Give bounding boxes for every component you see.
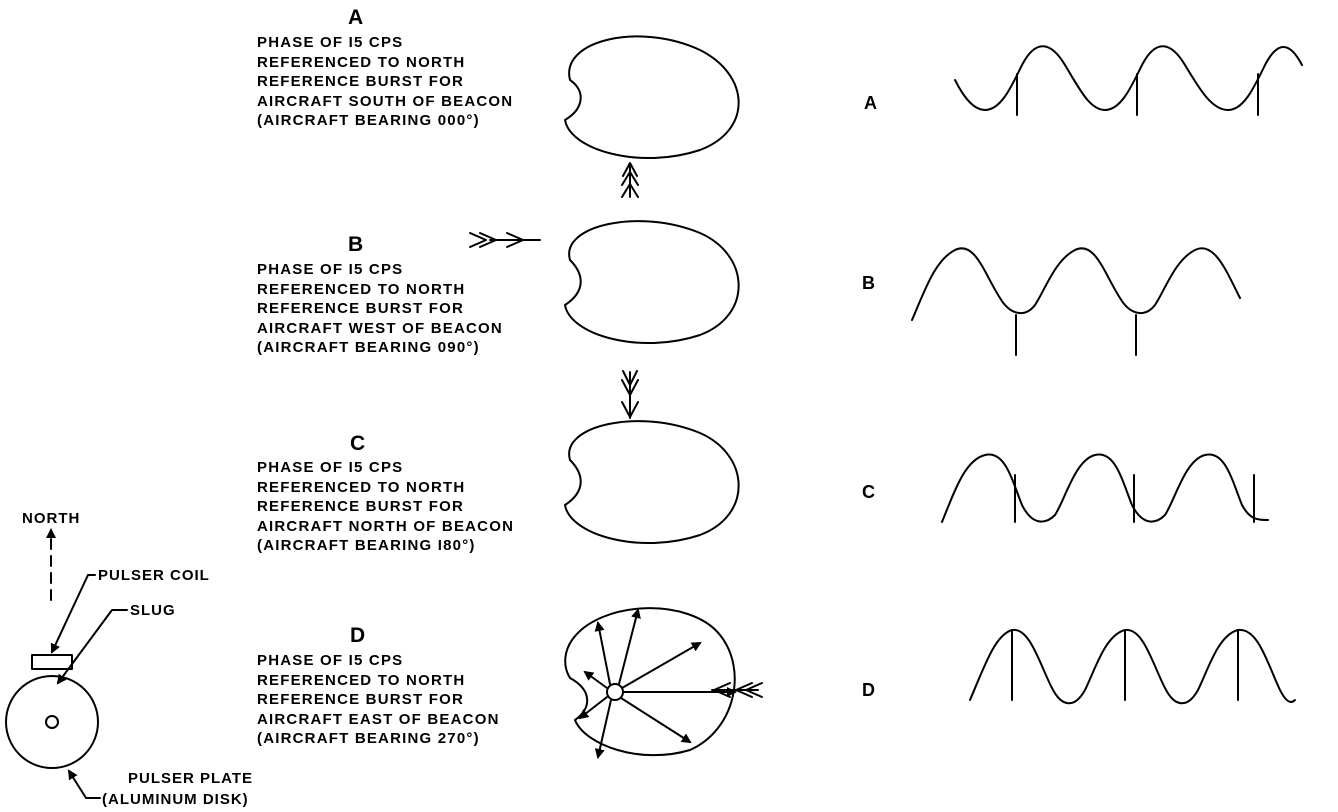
case-letter-d: D [350,624,366,647]
waveform-b [911,247,1241,356]
pulser-plate-label: PULSER PLATE [128,770,254,787]
case-description-c: PHASE OF I5 CPS REFERENCED TO NORTH REFE… [257,459,515,554]
waveform-c [941,453,1269,523]
cardioid-pattern-a [564,35,740,159]
case-description-d: PHASE OF I5 CPS REFERENCED TO NORTH REFE… [257,652,500,747]
case-description-a: PHASE OF I5 CPS REFERENCED TO NORTH REFE… [257,34,514,129]
waveform-d [969,628,1296,705]
cardioid-pattern-b [564,220,740,344]
case-description-b: PHASE OF I5 CPS REFERENCED TO NORTH REFE… [257,261,503,356]
pulser-coil [31,654,73,670]
disk-hub [45,715,59,729]
plate-leader [67,769,101,799]
arrow-symbol-d [711,682,763,698]
pulser-coil-label: PULSER COIL [98,567,210,584]
pulser-plate-sublabel: (ALUMINUM DISK) [102,791,249,808]
cardioid-pattern-d [564,607,736,757]
case-letter-c: C [350,432,366,455]
north-label: NORTH [22,510,81,527]
radial-arrows-d [578,608,737,759]
slug-label: SLUG [130,602,176,619]
arrow-symbol-a [621,162,639,198]
waveform-letter-c: C [862,482,875,502]
pulser-disk-assembly [5,528,128,799]
case-letter-b: B [348,233,364,256]
arrow-symbol-c [621,370,639,419]
waveform-letter-d: D [862,680,875,700]
cardioid-pattern-c [564,420,740,544]
slug-leader [56,609,128,685]
arrow-symbol-b [469,232,541,248]
waveform-letter-a: A [864,93,877,113]
pulser-plate-disk [5,675,99,769]
waveform-a [954,45,1303,116]
case-letter-a: A [348,6,364,29]
coil-leader [50,574,96,654]
waveform-letter-b: B [862,273,875,293]
